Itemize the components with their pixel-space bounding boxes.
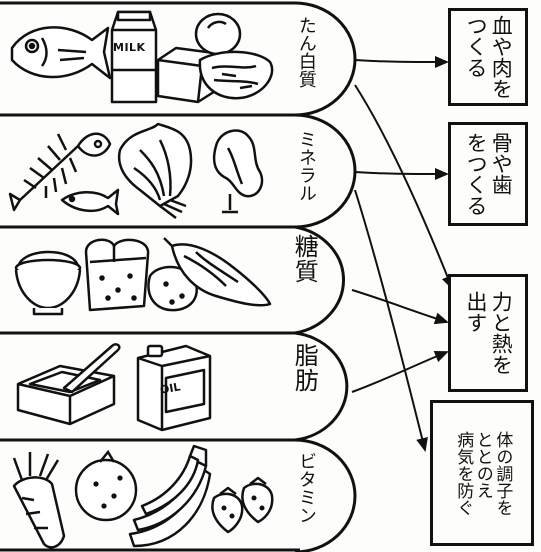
butter-dish-icon: [16, 343, 121, 426]
nutrient-label-fat: 脂肪: [290, 343, 319, 393]
arrow-protein-energy: [354, 84, 454, 290]
row-band-fat: [0, 331, 349, 442]
fish-bone-icon: [8, 132, 112, 212]
carrot-icon: [12, 452, 66, 549]
nutrient-label-carbohydrate: 糖質: [290, 234, 319, 284]
arrow-mineral-bone: [354, 167, 449, 180]
strawberry-icon: [211, 476, 274, 534]
row-band-carbohydrate: [0, 225, 346, 335]
oil-can-icon: [136, 344, 212, 432]
effect-label-condition: 体の調子を ととのえ 病気を防ぐ: [453, 430, 513, 516]
row-band-protein: [0, 1, 357, 117]
orange-icon: [74, 449, 138, 522]
row-bands: [0, 1, 357, 552]
effect-box-condition: 体の調子を ととのえ 病気を防ぐ: [430, 400, 534, 546]
small-fish-icon: [60, 188, 120, 216]
arrow-protein-blood: [354, 55, 449, 68]
row-band-mineral: [0, 113, 357, 229]
egg-icon: [194, 12, 242, 56]
milk-carton-label: MILK: [113, 41, 146, 54]
sweet-potato-icon: [163, 237, 272, 307]
arrow-carbohydrate-energy: [351, 289, 449, 325]
effect-label-energy: 力と熱を 出す: [464, 291, 514, 375]
nutrient-label-vitamin: ビタミン: [295, 452, 317, 524]
effect-box-energy: 力と熱を 出す: [448, 274, 528, 392]
leafy-vegetable-icon: [117, 122, 193, 219]
effect-box-blood: 血や肉を つくる: [448, 8, 528, 106]
meat-icon: [198, 50, 274, 100]
nutrient-label-mineral: ミネラル: [295, 130, 317, 202]
banana-icon: [128, 444, 212, 548]
row-band-vitamin: [0, 438, 357, 552]
effect-label-blood: 血や肉を つくる: [464, 15, 514, 99]
effect-label-bone: 骨や歯 をつくる: [464, 132, 514, 216]
nutrient-label-protein: たん白質: [295, 16, 317, 88]
rice-bowl-icon: [14, 250, 82, 316]
fish-icon: [10, 26, 112, 80]
bread-icon: [84, 238, 150, 312]
arrow-fat-energy: [351, 350, 449, 393]
potato-icon: [147, 265, 198, 312]
connection-arrows: [351, 55, 454, 452]
arrow-mineral-condition: [354, 189, 428, 452]
seaweed-icon: [212, 129, 264, 214]
effect-box-bone: 骨や歯 をつくる: [448, 122, 528, 226]
milk-carton-icon: [110, 10, 158, 104]
